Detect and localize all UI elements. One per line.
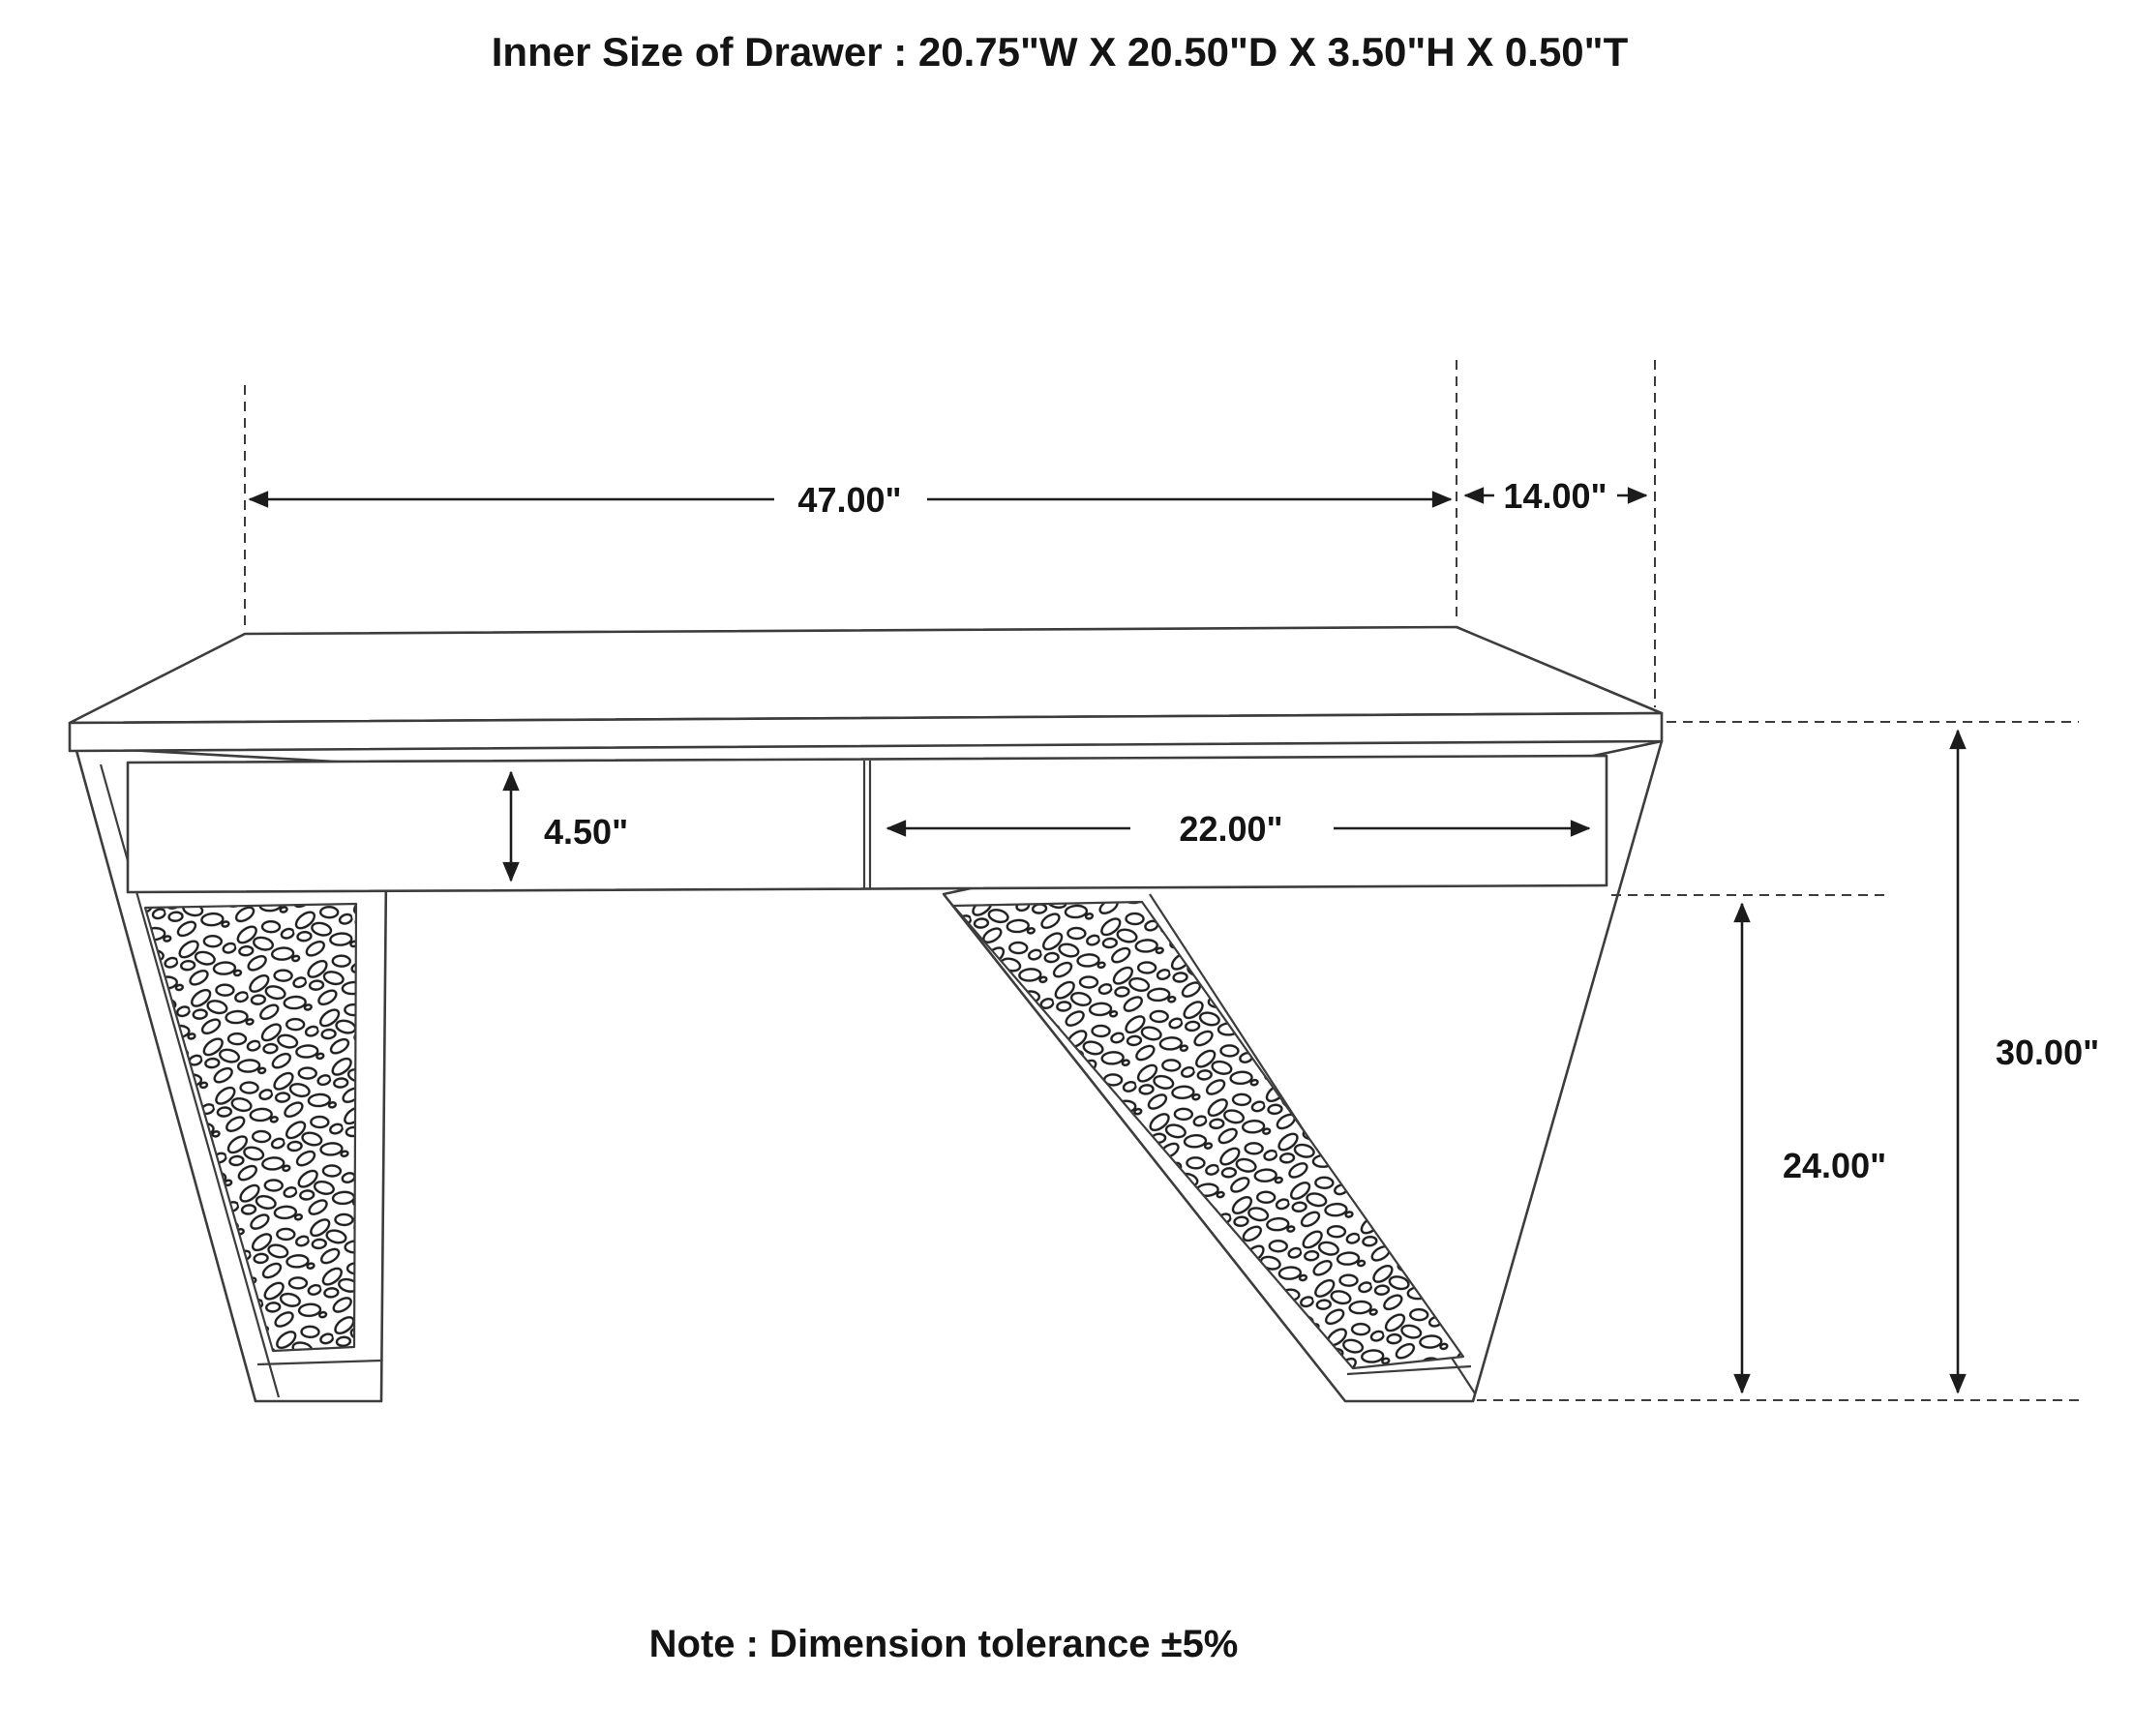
desk-top-surface xyxy=(68,625,1664,725)
drawer-apron xyxy=(126,754,1608,894)
dimension-label-overall-height: 30.00" xyxy=(1996,1033,2099,1072)
dimension-leg-clearance: 24.00" xyxy=(1733,902,1886,1394)
dimension-top-depth: 14.00" xyxy=(1463,476,1648,516)
right-leg-foot-line xyxy=(1346,1364,1472,1376)
desk-top xyxy=(68,625,1664,753)
dimension-label-top-width: 47.00" xyxy=(797,480,901,520)
dimension-drawer-height: 4.50" xyxy=(502,770,628,883)
right-leg-pattern-panel xyxy=(951,900,1465,1370)
left-leg-pattern-panel xyxy=(143,902,358,1353)
right-leg xyxy=(942,739,1664,1403)
extension-lines xyxy=(244,360,2079,1401)
apron-face xyxy=(126,754,1608,894)
dimension-drawer-width: 22.00" xyxy=(886,809,1591,849)
desk-drawing xyxy=(68,625,1664,1403)
left-leg xyxy=(74,745,389,1403)
dimension-label-leg-clearance: 24.00" xyxy=(1783,1146,1886,1185)
desk-top-front-edge xyxy=(68,711,1664,753)
tolerance-note: Note : Dimension tolerance ±5% xyxy=(649,1623,1239,1665)
left-leg-foot-line xyxy=(256,1359,382,1366)
dimension-top-width: 47.00" xyxy=(248,480,1453,520)
dimension-label-drawer-height: 4.50" xyxy=(544,812,628,852)
dimension-label-top-depth: 14.00" xyxy=(1503,476,1607,516)
dimension-label-drawer-width: 22.00" xyxy=(1179,809,1282,849)
dimension-overall-height: 30.00" xyxy=(1949,729,2099,1394)
diagram-title: Inner Size of Drawer : 20.75"W X 20.50"D… xyxy=(492,29,1629,75)
